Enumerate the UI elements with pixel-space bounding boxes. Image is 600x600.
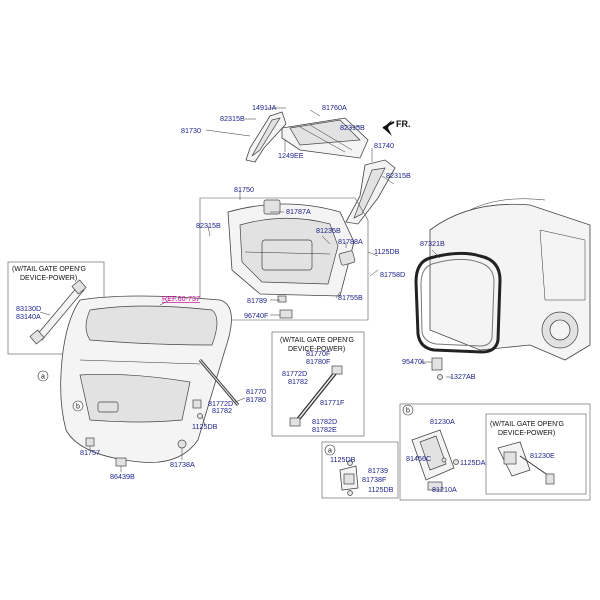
callout-a-tailgate: a [41,374,45,381]
emblem-81757[interactable] [85,437,95,447]
part-label[interactable]: 87321B [420,239,445,248]
callout-b-detail: b [406,408,410,415]
part-label[interactable]: 81750 [234,185,254,194]
part-label[interactable]: 81456C [406,454,431,463]
part-label[interactable]: 82315B [196,221,221,230]
part-label[interactable]: 81730 [181,126,201,135]
part-label[interactable]: 81230A [430,417,455,426]
gas-strut-81770[interactable] [198,359,240,406]
part-label[interactable]: 81788A [338,237,363,246]
part-label[interactable]: 81770 [246,387,266,396]
detail-b-power-frame [485,413,587,495]
part-label[interactable]: 95470L [402,357,426,366]
part-label[interactable]: 81787A [286,207,311,216]
part-labels: 1491JA 82315B 81760A 81730 82315B 1249EE… [16,103,555,494]
part-label[interactable]: 1327AB [450,372,476,381]
callout-a-detail: a [328,448,332,455]
part-label[interactable]: 1491JA [252,103,277,112]
part-label[interactable]: 83140A [16,312,41,321]
bolt-1125db-a-top[interactable] [347,460,353,466]
clip-96740f[interactable] [279,309,293,319]
screw-1327ab[interactable] [437,374,443,380]
part-label[interactable]: 81738A [170,460,195,469]
fr-label: FR. [396,119,411,129]
part-label[interactable]: 81760A [322,103,347,112]
part-label[interactable]: 81780 [246,395,266,404]
clip-81789[interactable] [277,295,287,303]
vehicle-rear-body [429,198,591,361]
detail-a-frame [321,441,399,499]
part-label[interactable]: 81738F [362,475,387,484]
left-pillar-trim-81730[interactable] [245,111,287,163]
spoiler-actuator-83130d[interactable] [29,279,87,345]
part-label[interactable]: 81755B [338,293,363,302]
front-direction-arrow [382,120,395,136]
bolt-1125da[interactable] [453,459,459,465]
tailgate-latch-81230a[interactable] [411,429,455,491]
part-label[interactable]: 1125DB [192,422,218,431]
note-right-2: DEVICE-POWER) [498,430,555,437]
tailgate-weatherstrip-87321b[interactable] [414,251,502,354]
trim-cover-81788a[interactable] [338,250,356,266]
part-label[interactable]: 82315B [220,114,245,123]
callout-circles: a b a b [37,370,414,456]
part-label[interactable]: 81770F [306,349,331,358]
right-pillar-trim-81740[interactable] [345,159,396,225]
note-left-1: (W/TAIL GATE OPEN'G [12,266,86,273]
bolt-1125db-a-bottom[interactable] [347,490,353,496]
part-label[interactable]: 96740F [244,311,269,320]
ref-label[interactable]: REF.60-737 [162,294,200,303]
note-left-2: DEVICE-POWER) [20,275,77,282]
part-label[interactable]: 1125DB [368,485,394,494]
note-center-1: (W/TAIL GATE OPEN'G [280,337,354,344]
tailgate-panel[interactable] [60,295,232,463]
part-label[interactable]: 81740 [374,141,394,150]
part-label[interactable]: 81758D [380,270,405,279]
part-label[interactable]: 81782 [288,377,308,386]
part-label[interactable]: 1125DB [330,455,356,464]
part-label[interactable]: 81782 [212,406,232,415]
strut-bracket-81772d[interactable] [192,399,202,409]
part-label[interactable]: 81771F [320,398,345,407]
tailgate-inner-trim-81750[interactable] [227,203,355,297]
part-label[interactable]: 81757 [80,448,100,457]
part-label[interactable]: 1125DA [460,458,486,467]
part-label[interactable]: 81789 [247,296,267,305]
power-strut-frame [271,331,365,437]
part-label[interactable]: 81782E [312,425,337,434]
bracket-95470l[interactable] [431,357,443,371]
part-label[interactable]: 81235B [316,226,341,235]
part-label[interactable]: 1249EE [278,151,304,160]
part-label[interactable]: 83130D [16,304,41,313]
power-strut-81771f[interactable] [289,365,343,427]
part-label[interactable]: 82315B [340,123,365,132]
callout-b-tailgate: b [76,404,80,411]
part-label[interactable]: 81772D [208,399,233,408]
part-label[interactable]: 81782D [312,417,337,426]
part-label[interactable]: 86439B [110,472,135,481]
leader-lines [39,107,452,472]
part-label[interactable]: 82315B [386,171,411,180]
trim-cover-81787a[interactable] [263,199,281,215]
note-center-2: DEVICE-POWER) [288,346,345,353]
upper-moulding-81760a[interactable] [281,117,369,159]
bolt-1125db-strut[interactable] [197,413,203,419]
detail-b-frame [399,403,591,501]
tailgate-striker-81739[interactable] [339,465,359,491]
part-label[interactable]: 1125DB [374,247,400,256]
part-label[interactable]: 81772D [282,369,307,378]
part-label[interactable]: 81230E [530,451,555,460]
power-latch-81230e[interactable] [497,441,555,485]
bolt-81456c[interactable] [441,457,447,463]
cap-86439b[interactable] [115,457,127,467]
note-right-1: (W/TAIL GATE OPEN'G [490,421,564,428]
part-label[interactable]: 81780F [306,357,331,366]
part-label[interactable]: 81739 [368,466,388,475]
bumper-81738a[interactable] [177,439,187,449]
part-label[interactable]: 81210A [432,485,457,494]
